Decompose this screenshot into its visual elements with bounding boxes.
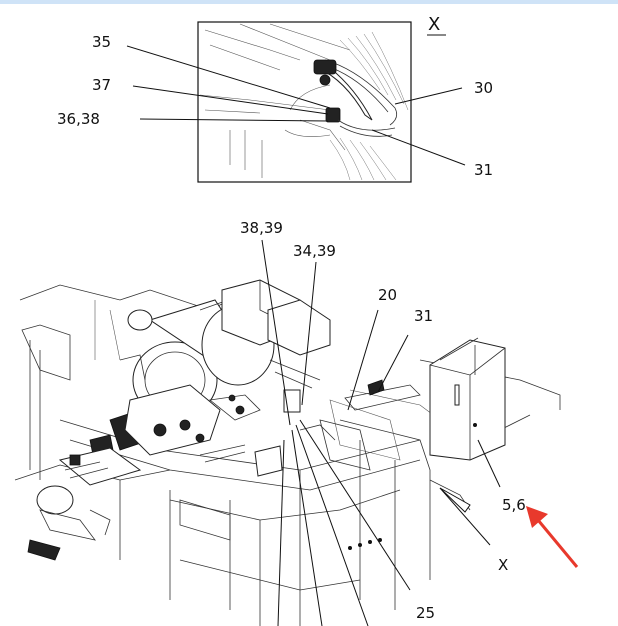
detail-clamp-assembly: [313, 59, 398, 137]
label-30: 30: [474, 79, 493, 97]
leader-extra-3: [277, 439, 285, 626]
leader-extra-1: [295, 424, 369, 626]
leader-35: [126, 45, 331, 109]
leader-25: [299, 419, 411, 591]
leader-20: [347, 309, 379, 411]
label-31-main: 31: [414, 307, 433, 325]
highlight-arrow: [526, 506, 579, 568]
leader-31-detail: [371, 129, 466, 166]
leader-x-arrow: [439, 487, 491, 546]
detail-view-x: X: [57, 14, 493, 183]
red-arrow-shaft: [536, 519, 579, 568]
detail-view-label: X: [428, 14, 440, 35]
leader-37: [132, 85, 329, 115]
label-37: 37: [92, 76, 111, 94]
leader-5-6: [477, 439, 501, 488]
red-arrow-head: [526, 506, 548, 528]
label-36-38: 36,38: [57, 110, 100, 128]
main-assembly-view: 38,39 34,39 20 31 5,6 X 25: [14, 219, 561, 626]
label-38-39: 38,39: [240, 219, 283, 237]
leader-extra-2: [291, 429, 323, 626]
upper-components: [221, 279, 331, 413]
detail-background-structure: [199, 23, 409, 181]
label-35: 35: [92, 33, 111, 51]
label-5-6: 5,6: [502, 496, 526, 514]
control-cabinet: [429, 337, 506, 461]
view-direction-arrow: [439, 487, 471, 513]
leader-31-main: [377, 334, 409, 393]
label-34-39: 34,39: [293, 242, 336, 260]
detail-frame: [197, 21, 412, 183]
leader-34-39: [301, 261, 317, 406]
mid-frame-plates: [179, 379, 471, 550]
leader-38-39: [261, 239, 291, 426]
label-25: 25: [416, 604, 435, 622]
pump-engine-cluster: [58, 384, 283, 486]
left-motor: [27, 485, 111, 561]
label-31-detail: 31: [474, 161, 493, 179]
label-20: 20: [378, 286, 397, 304]
leader-36-38: [139, 118, 329, 122]
top-border: [0, 0, 618, 4]
leader-30: [394, 87, 463, 105]
label-x: X: [498, 556, 508, 574]
